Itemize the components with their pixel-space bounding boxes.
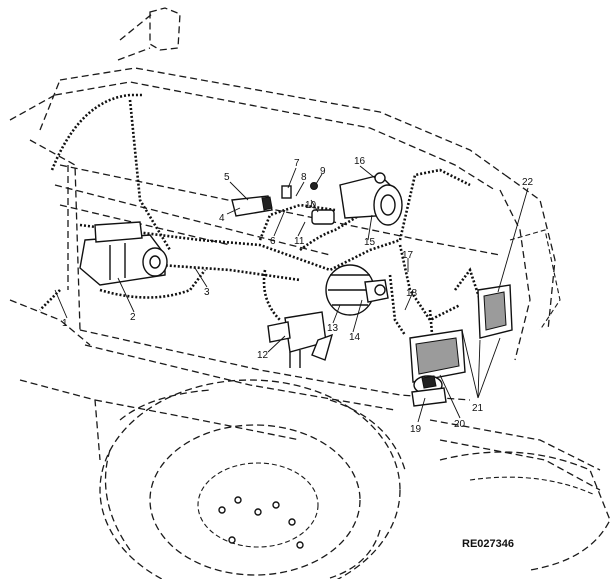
callout-7: 7 [294, 158, 300, 169]
relay-module [231, 195, 273, 217]
sensor-19 [411, 375, 447, 407]
alternator [325, 264, 389, 316]
callout-19: 19 [410, 424, 422, 435]
callout-13: 13 [327, 323, 339, 334]
callout-10: 10 [305, 200, 317, 211]
callout-4: 4 [219, 213, 225, 224]
callout-5: 5 [224, 172, 230, 183]
callout-8: 8 [301, 172, 307, 183]
headlight-22 [477, 284, 513, 339]
callout-20: 20 [454, 419, 466, 430]
horn [339, 172, 403, 226]
bolt-9 [310, 182, 318, 190]
callout-14: 14 [349, 332, 361, 343]
tractor-outline [9, 7, 611, 579]
wheel-hub-bolts [218, 496, 304, 549]
leader-lines [54, 165, 529, 423]
solenoid [267, 311, 334, 368]
callout-12: 12 [257, 350, 269, 361]
callout-18: 18 [406, 288, 418, 299]
callout-9: 9 [320, 166, 326, 177]
callout-15: 15 [364, 237, 376, 248]
callout-22: 22 [522, 177, 534, 188]
callout-21: 21 [472, 403, 484, 414]
callout-17: 17 [402, 250, 414, 261]
callout-11: 11 [294, 236, 305, 247]
starter-motor [79, 221, 168, 286]
callout-16: 16 [354, 156, 366, 167]
figure-reference-code: RE027346 [462, 538, 514, 550]
fuse-holder [311, 209, 335, 225]
connector-7 [281, 185, 292, 199]
wire-harness-main [39, 93, 482, 381]
callout-2: 2 [130, 312, 136, 323]
callout-6: 6 [270, 236, 276, 247]
callout-3: 3 [204, 287, 210, 298]
headlight-20 [409, 329, 466, 383]
callout-1: 1 [62, 318, 68, 329]
callout-labels: 1 2 3 4 5 6 7 8 9 10 11 12 13 14 15 16 1… [62, 156, 534, 435]
